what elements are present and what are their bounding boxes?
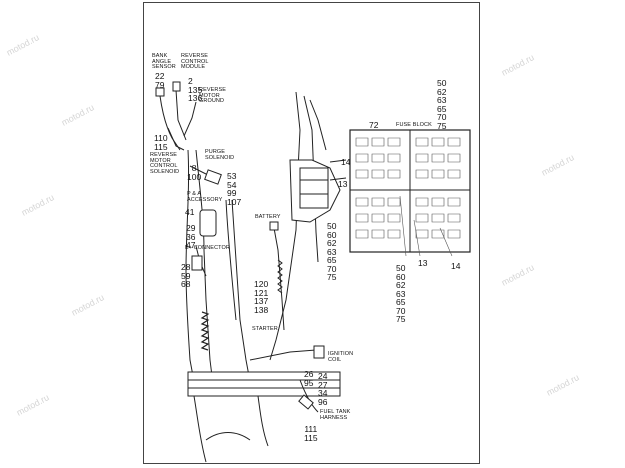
pa-accessory-body [199, 209, 217, 237]
fuse-block-label: FUSE BLOCK [396, 122, 432, 128]
purge-solenoid-body [204, 169, 222, 185]
harness-branch-ground [183, 101, 197, 137]
starter-label: STARTER [252, 326, 278, 332]
center-harness [231, 199, 253, 393]
main-trunk-inner [195, 149, 215, 393]
engine-outline [193, 395, 269, 463]
fuse-block-lead-14 [329, 159, 347, 163]
relay-block [299, 167, 329, 209]
callout-14-left: 14 [341, 157, 351, 167]
spiral-wrap [200, 311, 210, 351]
callout-72: 72 [369, 120, 379, 130]
harness-branch-module [175, 89, 187, 141]
ignition-coil-body [313, 345, 325, 359]
fuel-tank-harness-body [298, 394, 314, 410]
bank-angle-sensor-body [155, 87, 165, 97]
reverse-module-body [172, 81, 181, 92]
callout-accessory: 41 [185, 207, 195, 217]
battery-cable-wrap [277, 259, 283, 294]
battery-label: BATTERY [255, 214, 281, 220]
upper-harness-c [309, 99, 327, 151]
upper-harness-a [269, 91, 301, 361]
battery-cable [273, 227, 285, 331]
center-harness-2 [225, 199, 237, 321]
callout-13-right: 13 [418, 258, 428, 268]
bplus-connector-body [191, 255, 203, 271]
bplus-connector-label: B+ CONNECTOR [185, 245, 230, 251]
fuse-block-lead-13 [329, 177, 347, 181]
main-trunk-left [185, 149, 197, 393]
battery-terminal [269, 221, 279, 231]
callout-14-right: 14 [451, 261, 461, 271]
solenoid-wire [167, 127, 185, 151]
coil-branch [249, 349, 317, 361]
callout-13-left: 13 [338, 179, 348, 189]
